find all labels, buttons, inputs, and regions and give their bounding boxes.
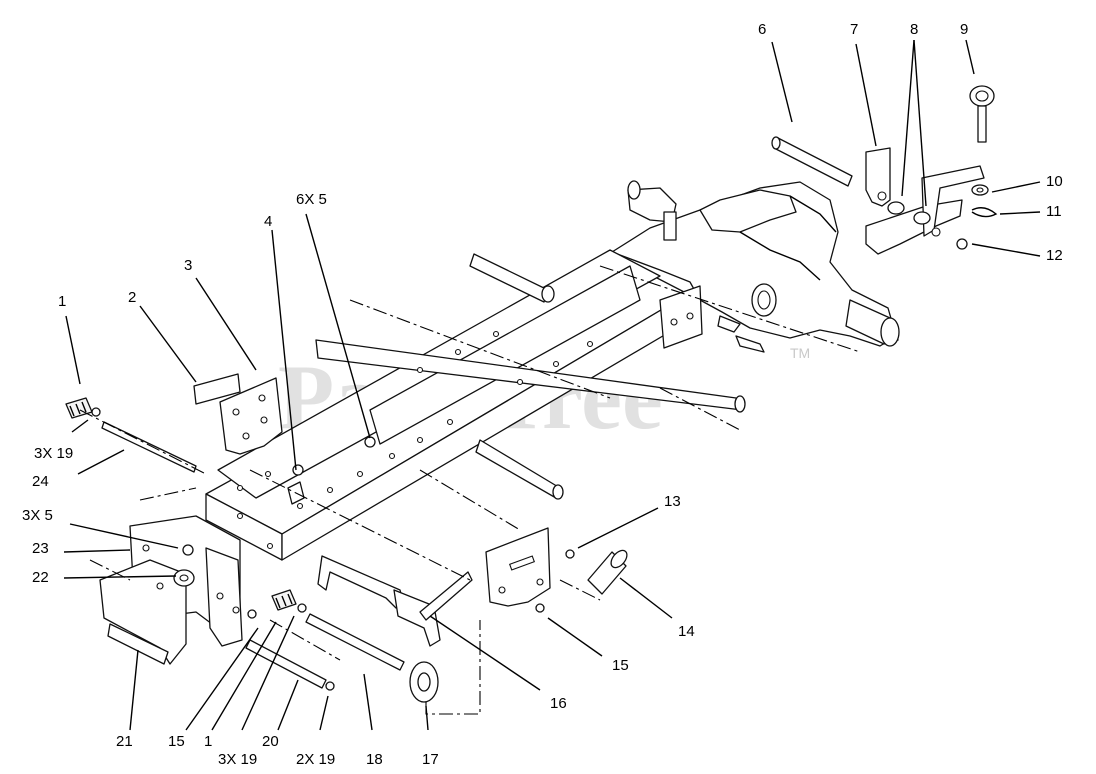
clip-11 (971, 207, 998, 218)
plate-3 (219, 377, 283, 455)
callout-3x5: 3X 5 (22, 507, 53, 524)
callout-7: 7 (850, 21, 858, 38)
transaxle-assembly (611, 180, 900, 353)
callout-24: 24 (32, 473, 49, 490)
bracket-plate-15 (485, 527, 575, 613)
callout-12: 12 (1046, 247, 1063, 264)
rod-18 (305, 613, 405, 671)
eyebolt-9 (969, 85, 995, 143)
callout-1-upper: 1 (58, 293, 66, 310)
callout-2: 2 (128, 289, 136, 306)
callout-11: 11 (1046, 203, 1062, 220)
callout-4: 4 (264, 213, 272, 230)
pedal-bracket-assembly (99, 515, 257, 665)
ring-12 (956, 238, 968, 250)
pin-20 (245, 639, 335, 691)
callout-8: 8 (910, 21, 918, 38)
callout-18: 18 (366, 751, 383, 768)
leader-lines (63, 39, 1041, 731)
callout-3x19-lower: 3X 19 (218, 751, 257, 768)
decal-2 (193, 373, 241, 405)
callout-9: 9 (960, 21, 968, 38)
callout-21: 21 (116, 733, 133, 750)
rod-24 (101, 421, 197, 473)
spring-1-upper (65, 397, 101, 419)
lever-16 (317, 555, 473, 647)
grip-14 (587, 549, 628, 595)
main-frame (205, 249, 746, 561)
callout-3: 3 (184, 257, 192, 274)
bracket-7 (865, 147, 985, 255)
callout-22: 22 (32, 569, 49, 586)
callout-15-right: 15 (612, 657, 629, 674)
callout-1-lower: 1 (204, 733, 212, 750)
callout-23: 23 (32, 540, 49, 557)
callout-6x5: 6X 5 (296, 191, 327, 208)
assembly-lines (79, 265, 861, 715)
callout-3x19-upper: 3X 19 (34, 445, 73, 462)
spring-1-lower (271, 589, 307, 613)
watermark-trademark: TM (790, 345, 810, 361)
callout-13: 13 (664, 493, 681, 510)
callout-17: 17 (422, 751, 439, 768)
callout-labels: 1 2 3 4 6X 5 6 7 8 9 10 11 12 3X 19 24 3… (22, 21, 1063, 768)
pin-6 (771, 136, 853, 187)
callout-16: 16 (550, 695, 567, 712)
callout-6: 6 (758, 21, 766, 38)
wheel-17 (409, 661, 439, 703)
callout-10: 10 (1046, 173, 1063, 190)
callout-15-left: 15 (168, 733, 185, 750)
callout-2x19: 2X 19 (296, 751, 335, 768)
callout-20: 20 (262, 733, 279, 750)
washer-10 (971, 184, 989, 196)
callout-14: 14 (678, 623, 695, 640)
